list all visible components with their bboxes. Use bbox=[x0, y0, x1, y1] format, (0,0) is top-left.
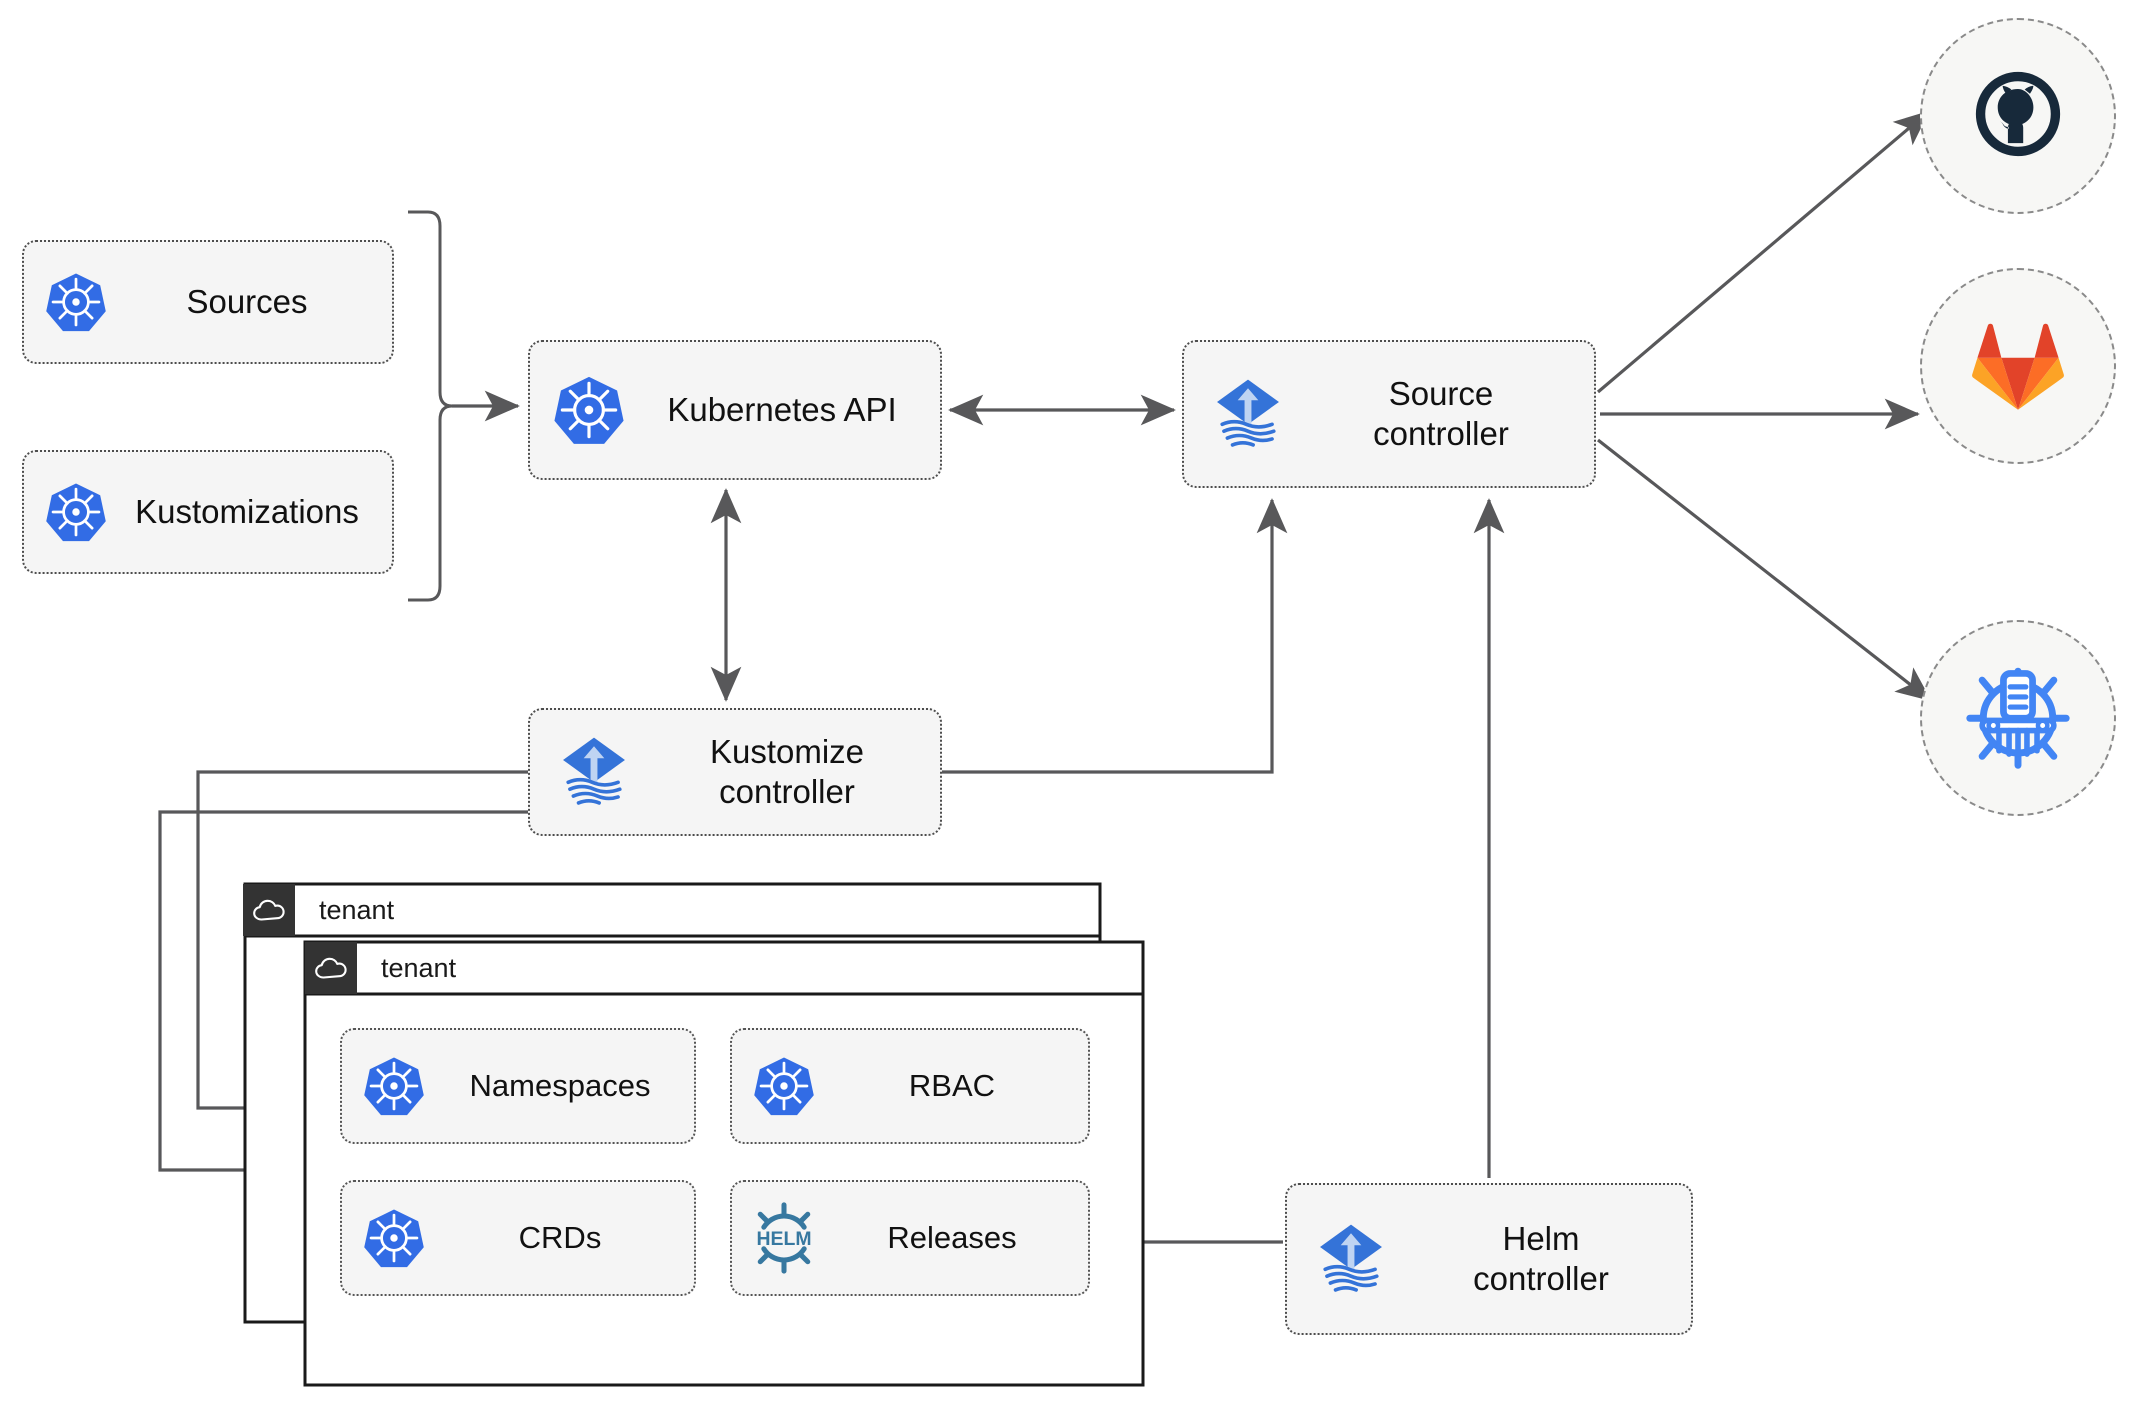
tenant-front-titlebar: tenant bbox=[305, 942, 456, 994]
provider-helm-repository[interactable] bbox=[1920, 620, 2116, 816]
flux-icon bbox=[530, 729, 658, 815]
chip-releases[interactable]: HELM Releases bbox=[730, 1180, 1090, 1296]
edge-source-github bbox=[1596, 110, 1930, 394]
node-sources[interactable]: Sources bbox=[22, 240, 394, 364]
chip-crds[interactable]: CRDs bbox=[340, 1180, 696, 1296]
tenant-back-titlebar: tenant bbox=[243, 884, 394, 936]
tenant-front-frame bbox=[303, 940, 1145, 1387]
node-kubernetes-api[interactable]: Kubernetes API bbox=[528, 340, 942, 480]
chip-label: CRDs bbox=[518, 1220, 602, 1255]
node-label: Kustomizations bbox=[135, 492, 359, 530]
github-icon bbox=[1966, 62, 2070, 171]
edge-kustomize-tenant-front bbox=[158, 810, 528, 1186]
kubernetes-icon bbox=[530, 374, 648, 446]
node-label: Helm controller bbox=[1473, 1219, 1609, 1297]
chip-label: Namespaces bbox=[469, 1068, 651, 1103]
provider-github[interactable] bbox=[1920, 18, 2116, 214]
helm-icon: HELM bbox=[732, 1202, 836, 1274]
node-label: Sources bbox=[186, 282, 308, 320]
kubernetes-icon bbox=[732, 1055, 836, 1117]
node-helm-controller[interactable]: Helm controller bbox=[1285, 1183, 1693, 1335]
cloud-icon bbox=[243, 884, 295, 936]
node-kustomize-controller[interactable]: Kustomize controller bbox=[528, 708, 942, 836]
node-label: Source controller bbox=[1373, 374, 1509, 452]
svg-text:HELM: HELM bbox=[756, 1228, 811, 1250]
tenant-label: tenant bbox=[381, 952, 457, 983]
kubernetes-icon bbox=[342, 1055, 446, 1117]
chip-rbac[interactable]: RBAC bbox=[730, 1028, 1090, 1144]
kubernetes-icon bbox=[24, 271, 128, 333]
node-source-controller[interactable]: Source controller bbox=[1182, 340, 1596, 488]
chip-label: Releases bbox=[887, 1220, 1017, 1255]
edge-kustomize-source bbox=[942, 498, 1288, 774]
provider-gitlab[interactable] bbox=[1920, 268, 2116, 464]
edge-source-oci bbox=[1597, 438, 1932, 702]
gitlab-icon bbox=[1966, 314, 2070, 419]
flux-icon bbox=[1184, 371, 1312, 457]
chip-label: RBAC bbox=[908, 1068, 996, 1103]
node-label: Kubernetes API bbox=[667, 390, 897, 428]
chip-namespaces[interactable]: Namespaces bbox=[340, 1028, 696, 1144]
kubernetes-icon bbox=[342, 1207, 446, 1269]
tenant-label: tenant bbox=[319, 894, 395, 925]
node-kustomizations[interactable]: Kustomizations bbox=[22, 450, 394, 574]
node-label: Kustomize controller bbox=[709, 732, 865, 810]
cloud-icon bbox=[305, 942, 357, 994]
flux-icon bbox=[1287, 1216, 1415, 1302]
kubernetes-icon bbox=[24, 481, 128, 543]
helm-repository-icon bbox=[1962, 660, 2074, 777]
